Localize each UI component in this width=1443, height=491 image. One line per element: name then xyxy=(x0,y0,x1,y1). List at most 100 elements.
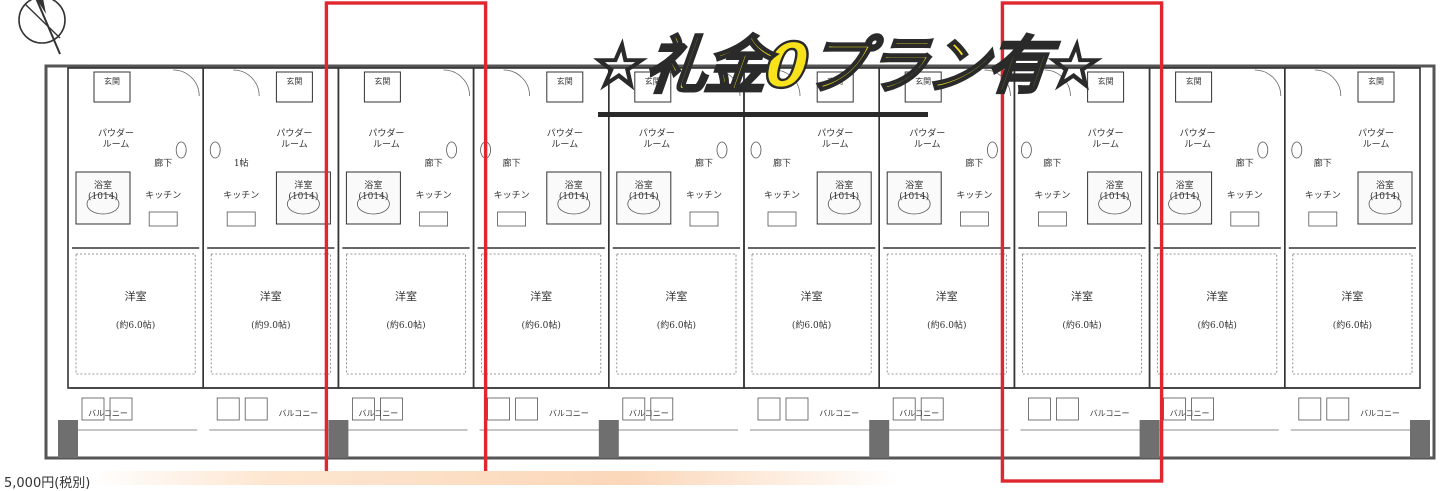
balcony-label: バルコニー xyxy=(88,409,128,418)
ac-unit-icon xyxy=(81,397,105,421)
corridor-label: 廊下 xyxy=(965,157,983,169)
room-label: 洋室 xyxy=(260,289,282,303)
pillar xyxy=(58,420,78,458)
unit-wall xyxy=(202,67,340,389)
kitchen-counter xyxy=(1308,211,1338,227)
room-area: (約6.0帖) xyxy=(1333,319,1372,331)
room-label: 洋室 xyxy=(125,289,147,303)
ac-unit-icon xyxy=(757,397,781,421)
toilet-icon xyxy=(716,141,728,159)
bathroom-label: 洋室(1014) xyxy=(288,179,318,202)
corridor-label: 廊下 xyxy=(1236,157,1254,169)
entrance xyxy=(904,71,942,103)
promo-banner-text: ☆礼金0プラン有☆ xyxy=(587,28,1105,103)
kitchen-counter xyxy=(1230,211,1260,227)
balcony-label: バルコニー xyxy=(1170,409,1210,418)
entrance-label: 玄関 xyxy=(557,76,573,86)
room-area: (約6.0帖) xyxy=(522,319,561,331)
entrance-label: 玄関 xyxy=(827,76,843,86)
room-label: 洋室 xyxy=(1206,289,1228,303)
balcony-label: バルコニー xyxy=(819,409,859,418)
door-swing xyxy=(1314,69,1342,97)
entrance xyxy=(93,71,131,103)
kitchen-counter xyxy=(1038,211,1067,227)
room-area: (約6.0帖) xyxy=(386,319,425,331)
bathroom xyxy=(275,171,331,225)
room-area: (約6.0帖) xyxy=(1062,319,1101,331)
pillar xyxy=(869,420,890,458)
kitchen-label: キッチン xyxy=(1034,190,1070,201)
bathroom-label: 浴室(1014) xyxy=(1100,179,1130,202)
entrance-label: 玄関 xyxy=(1098,76,1114,86)
water-heater-icon xyxy=(244,397,268,421)
room-boundary xyxy=(345,253,466,375)
balcony-label: バルコニー xyxy=(629,409,669,418)
kitchen-label: キッチン xyxy=(686,190,722,201)
promo-banner-underline xyxy=(598,112,928,117)
units-layer: 浴室(1014)パウダールーム廊下キッチン玄関洋室(約6.0帖)バルコニー洋室(… xyxy=(67,67,1421,431)
room-boundary xyxy=(1292,253,1413,375)
unit-wall xyxy=(337,67,475,389)
ac-unit-icon xyxy=(351,397,375,421)
room-label: 洋室 xyxy=(936,289,958,303)
balcony-label: バルコニー xyxy=(549,409,589,418)
bathtub-icon xyxy=(827,193,861,215)
unit-wall xyxy=(1148,67,1286,389)
pillar xyxy=(1410,420,1430,458)
corridor-label: 廊下 xyxy=(154,157,172,169)
bathroom-label: 浴室(1014) xyxy=(88,179,118,202)
powder-room-label: パウダールーム xyxy=(909,127,945,150)
pillar xyxy=(328,420,349,458)
entrance xyxy=(634,71,672,103)
toilet-icon xyxy=(1291,141,1303,159)
bathtub-icon xyxy=(897,193,931,215)
compass-icon xyxy=(18,0,66,55)
room-label: 洋室 xyxy=(801,289,823,303)
door-swing xyxy=(173,69,200,97)
unit-wall xyxy=(1284,67,1421,389)
water-heater-icon xyxy=(515,397,538,421)
price-note: 5,000円(税別) xyxy=(4,476,91,491)
door-swing xyxy=(443,69,470,97)
powder-room-label: パウダールーム xyxy=(817,127,853,150)
room-area: (約6.0帖) xyxy=(1198,319,1237,331)
unit-wall xyxy=(472,67,610,389)
kitchen-counter xyxy=(226,211,256,227)
pillar xyxy=(598,420,619,458)
bathtub-icon xyxy=(1168,193,1201,215)
powder-room-label: パウダールーム xyxy=(1088,127,1124,150)
door-swing xyxy=(503,69,530,97)
unit-wall xyxy=(67,67,204,389)
pillars-layer xyxy=(58,420,1430,458)
bathroom xyxy=(1157,171,1213,225)
kitchen-label: キッチン xyxy=(416,190,452,201)
bathtub-icon xyxy=(1368,193,1402,215)
bathroom-label: 浴室(1014) xyxy=(629,179,659,202)
powder-room-label: パウダールーム xyxy=(368,127,404,150)
kitchen-label: キッチン xyxy=(145,190,181,201)
toilet-icon xyxy=(987,141,998,159)
balcony-label: バルコニー xyxy=(899,409,939,418)
balcony-label: バルコニー xyxy=(278,409,318,418)
bathtub-icon xyxy=(557,193,591,215)
room-area: (約6.0帖) xyxy=(927,319,966,331)
highlight-box-unit-3 xyxy=(324,1,488,483)
water-heater-icon xyxy=(785,397,809,421)
kitchen-label: キッチン xyxy=(956,190,992,201)
room-area: (約6.0帖) xyxy=(657,319,696,331)
door-swing xyxy=(1254,69,1282,97)
entrance xyxy=(275,71,313,103)
kitchen-counter xyxy=(148,211,178,227)
water-heater-icon xyxy=(1056,397,1079,421)
balcony-label: バルコニー xyxy=(1360,409,1400,418)
kitchen-label: キッチン xyxy=(1227,190,1263,201)
entrance-label: 玄関 xyxy=(104,76,120,86)
bathroom xyxy=(816,171,872,225)
building-outline xyxy=(44,64,1436,460)
powder-room-label: パウダールーム xyxy=(1180,127,1216,150)
